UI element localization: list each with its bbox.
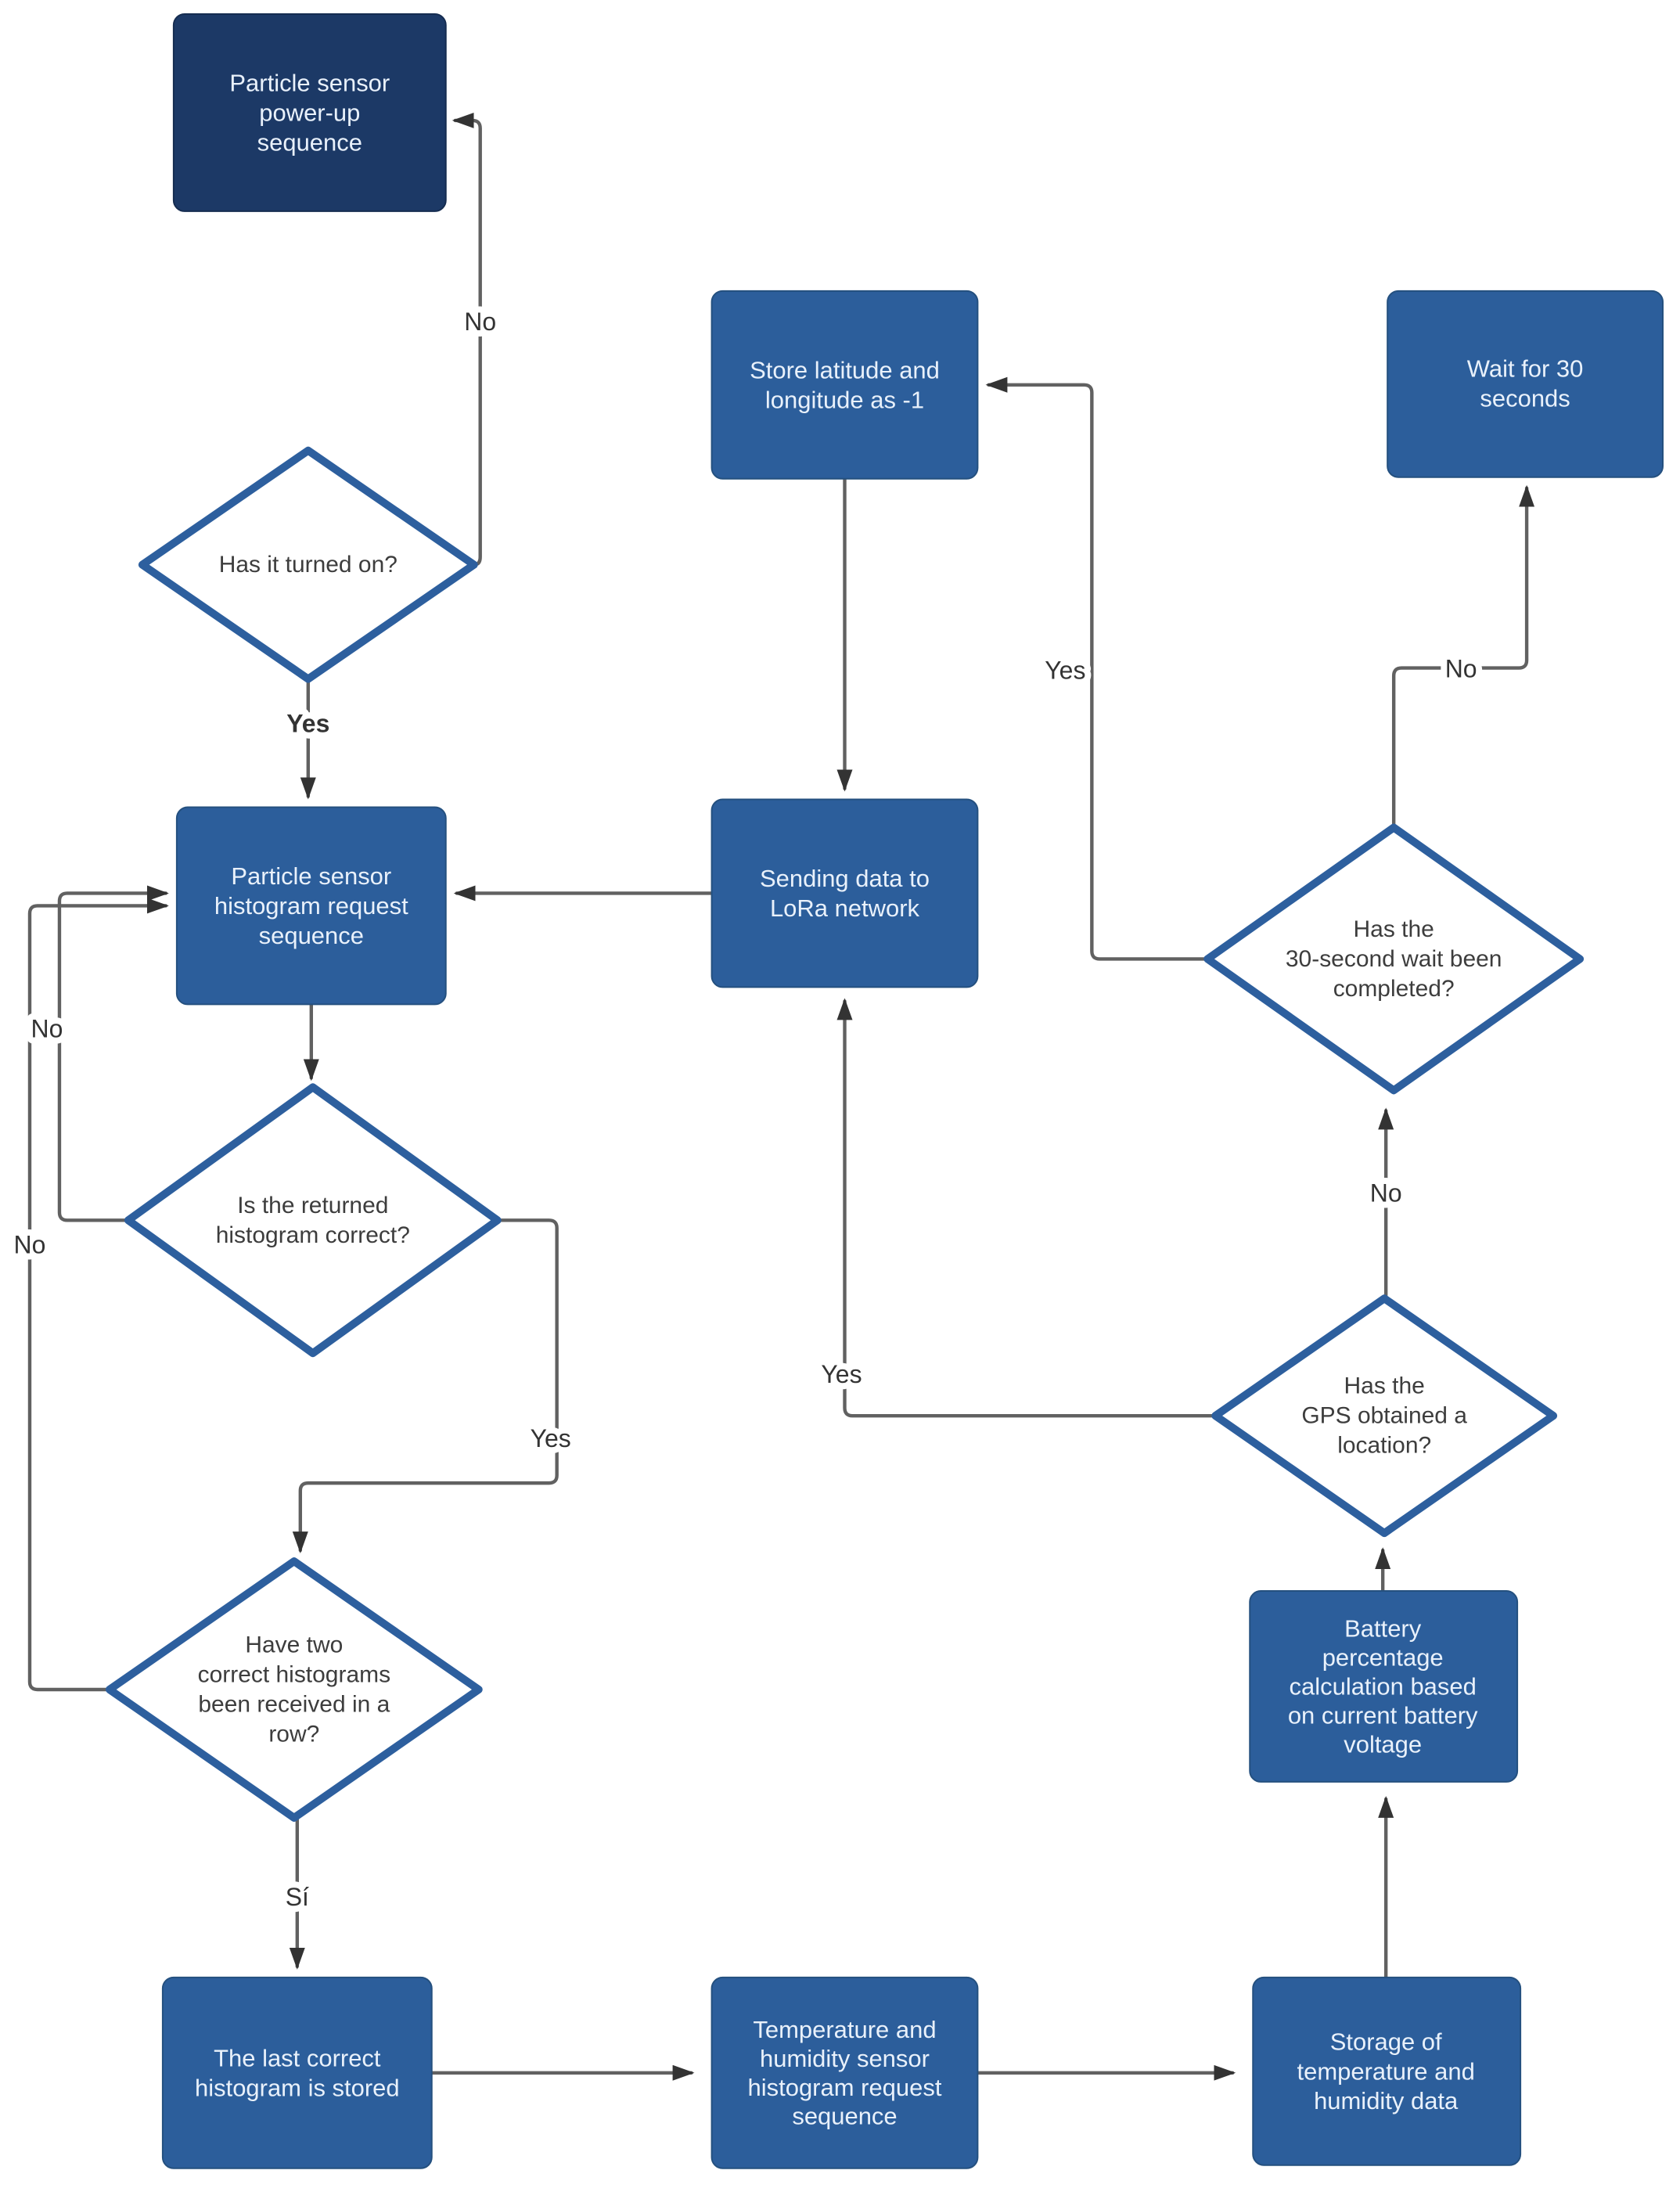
- edge-label-si-two-hist: Sí: [286, 1883, 309, 1911]
- node-has-it-turned-on-label: Has it turned on?: [219, 552, 398, 578]
- edge-label-no-hist-correct: No: [31, 1014, 63, 1042]
- edges: [27, 112, 1535, 2081]
- node-battery-shape: [1249, 1590, 1519, 1783]
- edge-hist-correct-no-to-hist-request: [57, 885, 169, 1222]
- edge-label-no-turned-on: No: [464, 308, 496, 336]
- edge-turned-on-no-to-power-up: [451, 112, 482, 567]
- edge-label-no-gps: No: [1370, 1179, 1402, 1207]
- node-store-latlong-shape: [710, 290, 979, 480]
- node-two-hist-shape: [105, 1557, 483, 1822]
- node-hist-correct-shape: [124, 1083, 502, 1358]
- edge-label-no-two-hist: No: [14, 1230, 46, 1258]
- edge-label-yes-turned-on: Yes: [286, 710, 329, 738]
- edge-wait-done-no-to-wait30: [1391, 484, 1535, 830]
- node-storage-th-shape: [1252, 1976, 1522, 2166]
- node-has-it-turned-on: Has it turned on?: [138, 446, 478, 683]
- edge-two-hist-no-to-hist-request: [27, 898, 169, 1692]
- edge-hist-correct-yes-to-two-hist: [292, 1218, 559, 1554]
- node-has-it-turned-on-shape: [138, 446, 478, 683]
- node-hist-request-shape: [175, 806, 447, 1006]
- edge-label-no-wait: No: [1445, 655, 1477, 683]
- node-wait30-shape: [1387, 290, 1664, 478]
- node-last-stored-shape: [161, 1976, 433, 2169]
- edge-label-yes-gps: Yes: [821, 1360, 862, 1388]
- edge-gps-yes-to-sending-lora: [836, 998, 1218, 1418]
- edge-label-yes-hist-correct: Yes: [531, 1424, 571, 1452]
- node-temp-request-shape: [710, 1976, 979, 2169]
- edge-label-yes-wait: Yes: [1045, 657, 1085, 685]
- node-power-up-shape: [172, 13, 447, 212]
- node-wait-done-shape: [1203, 823, 1585, 1095]
- edge-wait-done-yes-to-store-latlong: [985, 376, 1210, 961]
- node-gps-loc-shape: [1211, 1294, 1558, 1538]
- edge-labels: No Yes No No Yes Sí Yes No Yes No: [8, 301, 1484, 1917]
- node-sending-lora-shape: [710, 798, 979, 988]
